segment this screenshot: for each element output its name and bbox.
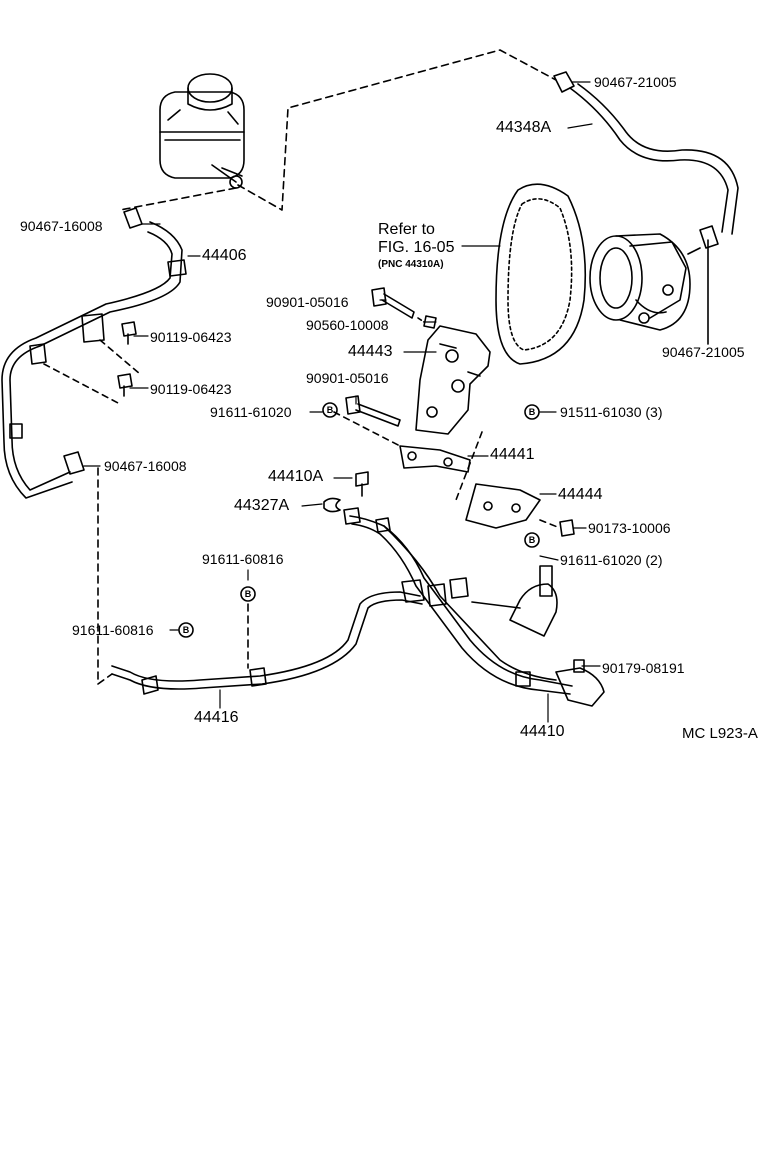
- b-marker-labels: B B B B B: [183, 405, 536, 635]
- label-44410: 44410: [520, 723, 565, 740]
- label-44410A: 44410A: [268, 468, 324, 485]
- reservoir-tank: [159, 73, 245, 189]
- leader-dashed-left: [97, 467, 113, 685]
- label-44441: 44441: [490, 446, 535, 463]
- label-91611-61020-a: 91611-61020: [210, 404, 292, 420]
- bolt-90119-a: [121, 321, 137, 345]
- label-91511-61030: 91511-61030 (3): [560, 404, 663, 420]
- tube-44410: [343, 507, 605, 707]
- leader-lines: [83, 81, 601, 723]
- label-44327A: 44327A: [234, 497, 290, 514]
- b-marker-text-2: B: [529, 407, 536, 417]
- nut-90179: [573, 659, 585, 673]
- b-marker-3: [524, 532, 540, 548]
- label-90467-16008-b: 90467-16008: [104, 458, 187, 474]
- label-44444: 44444: [558, 486, 603, 503]
- leader-dashed-reservoir: [119, 187, 237, 211]
- label-refer-fig: FIG. 16-05: [378, 239, 455, 256]
- steering-gear-valve: [471, 565, 558, 637]
- leader-dashed-44444: [455, 431, 561, 529]
- label-refer-pnc: (PNC 44310A): [378, 259, 444, 270]
- label-90560-10008: 90560-10008: [306, 317, 389, 333]
- bolt-upper: [371, 287, 415, 319]
- clip-44410A: [355, 471, 369, 497]
- bracket-44443: [415, 325, 491, 435]
- power-steering-pump: [589, 233, 701, 331]
- label-91611-60816-b: 91611-60816: [72, 622, 154, 638]
- return-hose-44348A: [553, 71, 739, 249]
- label-44406: 44406: [202, 247, 247, 264]
- b-marker-1: [322, 402, 338, 418]
- b-marker-text-3: B: [529, 535, 536, 545]
- label-90119-06423-b: 90119-06423: [150, 381, 232, 397]
- bolt-90173: [559, 519, 575, 537]
- label-44416: 44416: [194, 709, 239, 726]
- label-refer-to: Refer to: [378, 221, 435, 238]
- tube-44416: [111, 577, 469, 695]
- b-marker-text-1: B: [327, 405, 334, 415]
- figure-code: MC L923-A: [682, 725, 758, 742]
- label-90467-21005-right: 90467-21005: [662, 344, 745, 360]
- b-marker-text-5: B: [183, 625, 190, 635]
- label-90179-08191: 90179-08191: [602, 660, 685, 676]
- hose-44406: [1, 207, 187, 499]
- b-marker-4: [240, 586, 256, 602]
- label-91611-60816-a: 91611-60816: [202, 551, 284, 567]
- label-90901-05016-b: 90901-05016: [306, 370, 389, 386]
- label-90173-10006: 90173-10006: [588, 520, 671, 536]
- bracket-44441: [399, 445, 471, 473]
- leader-dashed-44441: [333, 411, 401, 447]
- label-90467-16008-a: 90467-16008: [20, 218, 103, 234]
- label-44348A: 44348A: [496, 119, 552, 136]
- drive-belt: [495, 183, 587, 365]
- leader-bolt-nut: [417, 317, 425, 323]
- b-marker-text-4: B: [245, 589, 252, 599]
- nut-90560: [423, 315, 437, 329]
- label-90467-21005-top: 90467-21005: [594, 74, 677, 90]
- b-marker-2: [524, 404, 540, 420]
- label-90119-06423-a: 90119-06423: [150, 329, 232, 345]
- b-markers: [178, 402, 540, 638]
- bolt-90119-b: [117, 373, 133, 397]
- bracket-44444: [465, 483, 541, 529]
- label-44443: 44443: [348, 343, 393, 360]
- clamp-44327A: [323, 497, 341, 513]
- bolt-lower: [345, 395, 401, 427]
- b-marker-5: [178, 622, 194, 638]
- leader-dashed-brackets: [43, 339, 141, 405]
- label-90901-05016-a: 90901-05016: [266, 294, 349, 310]
- label-91611-61020-b: 91611-61020 (2): [560, 552, 663, 568]
